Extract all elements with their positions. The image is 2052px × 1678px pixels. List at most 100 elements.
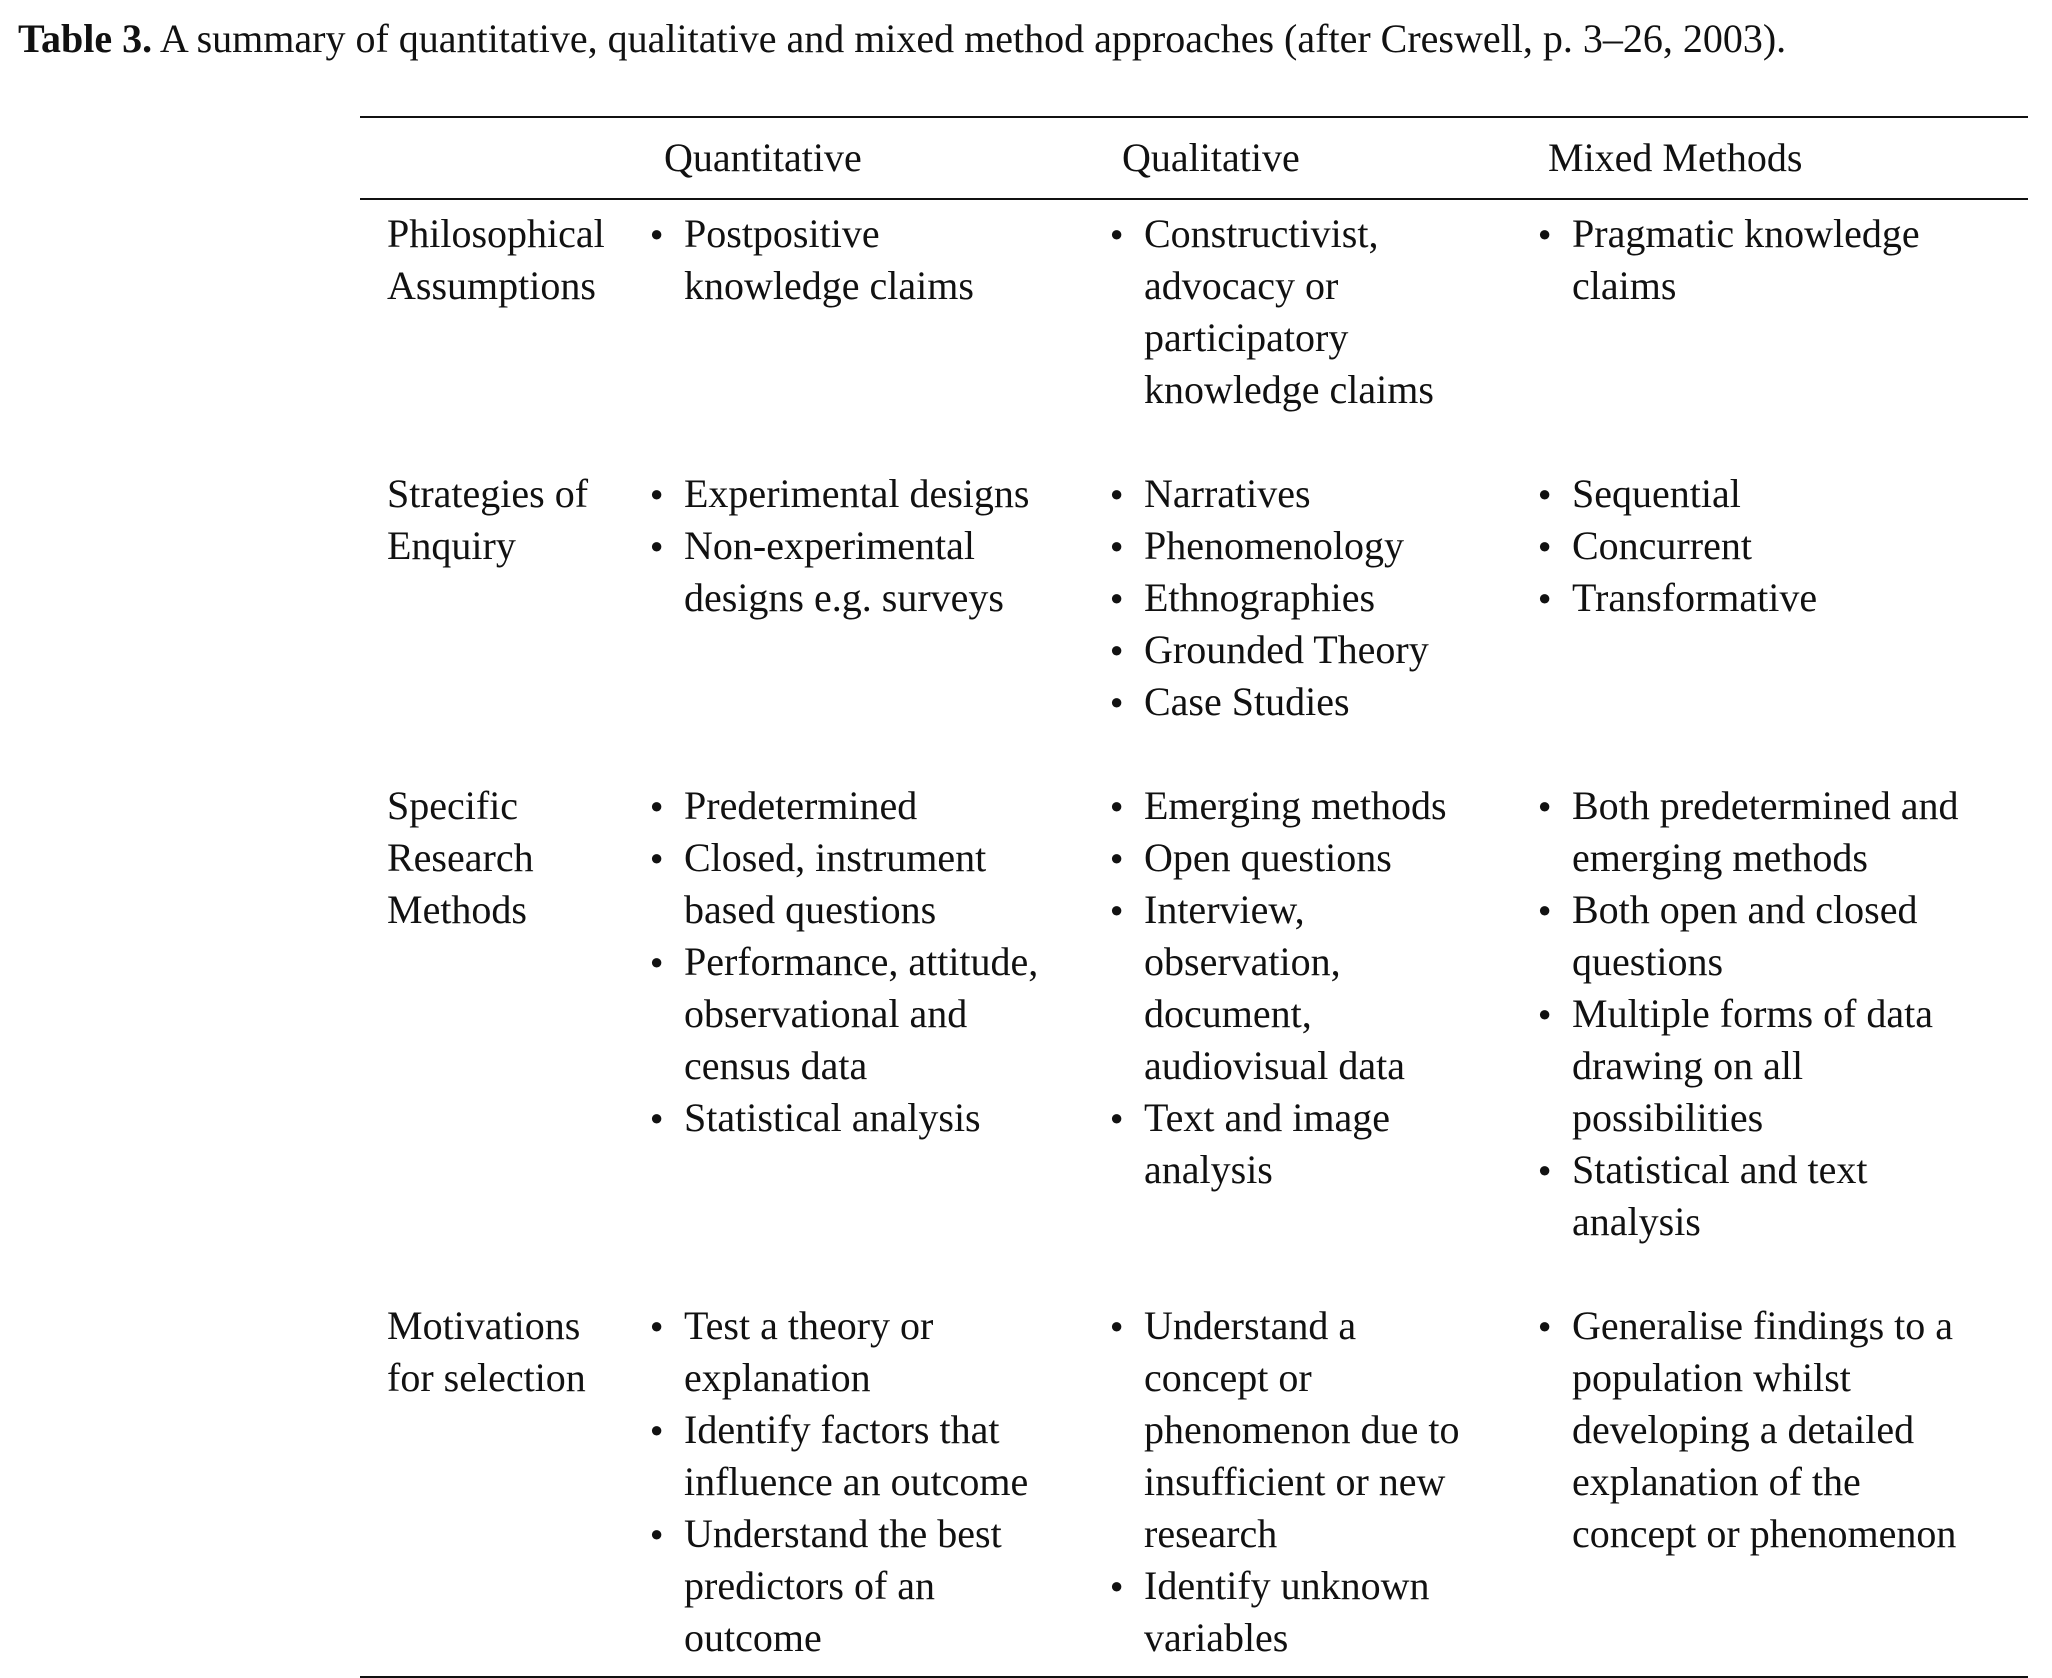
- list-item-line: Predetermined: [684, 783, 918, 828]
- bullet-icon: ●: [650, 1521, 664, 1546]
- list-item-line: drawing on all: [1572, 1043, 1804, 1088]
- bullet-icon: ●: [1110, 533, 1124, 558]
- list-item-line: participatory: [1144, 315, 1349, 360]
- row-spacer: [360, 416, 2028, 468]
- list-item-line: Open questions: [1144, 835, 1392, 880]
- cell-qualitative: ●Narratives●Phenomenology●Ethnographies●…: [1108, 468, 1536, 728]
- list-item-line: developing a detailed: [1572, 1407, 1915, 1452]
- bullet-icon: ●: [1110, 1313, 1124, 1338]
- list-item-line: Non-experimental: [684, 523, 975, 568]
- list-item-line: advocacy or: [1144, 263, 1339, 308]
- list-item-line: document,: [1144, 991, 1312, 1036]
- list-item-line: Transformative: [1572, 575, 1818, 620]
- list-item-line: designs e.g. surveys: [684, 575, 1004, 620]
- bullet-icon: ●: [1538, 793, 1552, 818]
- row-label-line: Specific: [387, 783, 519, 828]
- bullet-icon: ●: [650, 845, 664, 870]
- bullet-icon: ●: [1110, 1105, 1124, 1130]
- bullet-icon: ●: [1110, 585, 1124, 610]
- list-item-line: Identify factors that: [684, 1407, 1000, 1452]
- bullet-icon: ●: [1538, 1157, 1552, 1182]
- header-qualitative: Qualitative: [1122, 135, 1300, 180]
- list-item: ● Both predetermined and emerging methods: [1536, 780, 2016, 884]
- bullet-list: ●Sequential●Concurrent●Transformative: [1536, 468, 2016, 624]
- summary-table: Quantitative Qualitative Mixed Methods P…: [360, 116, 2028, 1678]
- list-item: ● Ethnographies: [1108, 572, 1536, 624]
- list-item-line: Multiple forms of data: [1572, 991, 1934, 1036]
- list-item-line: observational and: [684, 991, 968, 1036]
- row-label-line: Enquiry: [387, 523, 516, 568]
- row-label-line: Motivations: [387, 1303, 581, 1348]
- list-item-line: phenomenon due to: [1144, 1407, 1460, 1452]
- bullet-icon: ●: [1538, 585, 1552, 610]
- list-item-line: Both predetermined and: [1572, 783, 1959, 828]
- bullet-icon: ●: [1538, 1001, 1552, 1026]
- list-item: ●Sequential: [1536, 468, 2016, 520]
- list-item: ●Case Studies: [1108, 676, 1536, 728]
- list-item: ● Phenomenology: [1108, 520, 1536, 572]
- list-item-line: Ethnographies: [1144, 575, 1376, 620]
- list-item-line: Phenomenology: [1144, 523, 1404, 568]
- bullet-icon: ●: [1538, 1313, 1552, 1338]
- list-item: ● Predetermined: [648, 780, 1108, 832]
- list-item-line: Pragmatic knowledge: [1572, 211, 1920, 256]
- row-spacer: [360, 1248, 2028, 1300]
- list-item-line: knowledge claims: [1144, 367, 1434, 412]
- list-item-line: Experimental designs: [684, 471, 1030, 516]
- list-item-line: population whilst: [1572, 1355, 1851, 1400]
- list-item-line: concept or phenomenon: [1572, 1511, 1957, 1556]
- row-label-line: Methods: [387, 887, 527, 932]
- list-item-line: based questions: [684, 887, 937, 932]
- list-item-line: Both open and closed: [1572, 887, 1918, 932]
- caption-text: A summary of quantitative, qualitative a…: [152, 16, 1787, 61]
- bullet-icon: ●: [650, 221, 664, 246]
- list-item-line: variables: [1144, 1615, 1289, 1660]
- list-item-line: Emerging methods: [1144, 783, 1447, 828]
- row-spacer: [360, 728, 2028, 780]
- bullet-list: ● Generalise findings to a population whil…: [1536, 1300, 2016, 1560]
- table-header-row: Quantitative Qualitative Mixed Methods: [360, 118, 2028, 200]
- list-item-line: Interview,: [1144, 887, 1305, 932]
- bullet-icon: ●: [650, 793, 664, 818]
- list-item-line: emerging methods: [1572, 835, 1868, 880]
- cell-mixed-methods: ● Generalise findings to a population whil…: [1536, 1300, 2016, 1560]
- bullet-list: ●Narratives●Phenomenology●Ethnographies●…: [1108, 468, 1536, 728]
- list-item-line: Understand the best: [684, 1511, 1002, 1556]
- list-item-line: Generalise findings to a: [1572, 1303, 1953, 1348]
- list-item-line: research: [1144, 1511, 1278, 1556]
- list-item-line: Narratives: [1144, 471, 1311, 516]
- bullet-icon: ●: [650, 1417, 664, 1442]
- list-item: ● Open questions: [1108, 832, 1536, 884]
- bullet-icon: ●: [1110, 689, 1124, 714]
- row-label-line: Strategies of: [387, 471, 589, 516]
- list-item-line: census data: [684, 1043, 868, 1088]
- row-label-line: Assumptions: [387, 263, 596, 308]
- cell-qualitative: ● Emerging methods ● Open questions●Intervi…: [1108, 780, 1536, 1196]
- list-item-line: analysis: [1572, 1199, 1701, 1244]
- list-item: ●Interview,observation,document,audiovis…: [1108, 884, 1536, 1092]
- bullet-icon: ●: [1110, 845, 1124, 870]
- bullet-icon: ●: [1110, 481, 1124, 506]
- list-item: ●Performance, attitude,observational and…: [648, 936, 1108, 1092]
- list-item-line: Sequential: [1572, 471, 1741, 516]
